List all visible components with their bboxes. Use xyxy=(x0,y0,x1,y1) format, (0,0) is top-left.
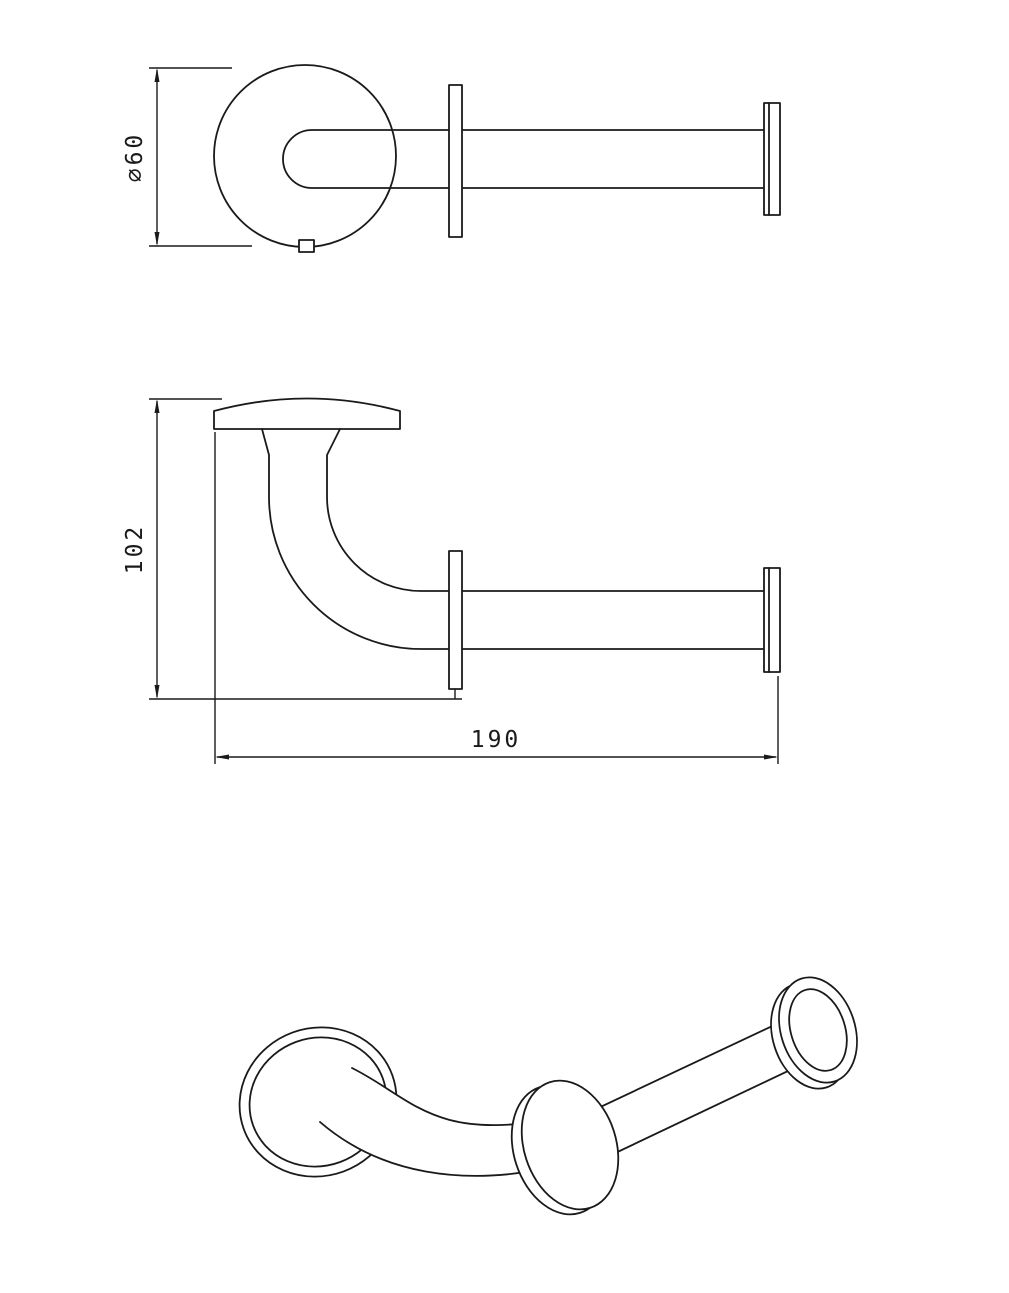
arrowhead-up xyxy=(154,68,160,82)
end-cap-top xyxy=(763,102,781,216)
mid-flange-front xyxy=(448,550,463,690)
bracket-outer-curve xyxy=(261,428,765,650)
arrowhead-down xyxy=(154,685,160,699)
wall-plate-front xyxy=(213,397,401,430)
arrowhead-up xyxy=(154,399,160,413)
mid-flange-3d-front xyxy=(520,1079,620,1211)
curved-tube-3d-upper-edge xyxy=(351,1067,549,1127)
front-view xyxy=(213,397,781,690)
perspective-view xyxy=(238,976,858,1216)
diameter-label: ⌀60 xyxy=(122,132,148,183)
bracket-inner-curve xyxy=(326,428,765,592)
set-screw-notch xyxy=(298,239,315,253)
top-view xyxy=(213,64,781,253)
length-dimension: 190 xyxy=(214,432,779,764)
curved-tube-3d-body xyxy=(320,1068,566,1176)
height-label: 102 xyxy=(122,524,148,575)
diameter-dimension: ⌀60 xyxy=(122,67,252,247)
wall-plate-3d-rim xyxy=(248,1036,388,1168)
length-label: 190 xyxy=(471,727,522,753)
arrowhead-right xyxy=(764,754,778,760)
wall-plate-top xyxy=(213,64,397,248)
arrowhead-left xyxy=(215,754,229,760)
end-cap-front xyxy=(763,567,781,673)
arrowhead-down xyxy=(154,232,160,246)
straight-tube-3d-body xyxy=(560,1012,828,1166)
roll-bar-top xyxy=(282,129,765,189)
end-cap-3d-front xyxy=(778,976,858,1084)
mid-flange-top xyxy=(448,84,463,238)
end-cap-3d-rim xyxy=(788,988,848,1072)
height-dimension: 102 xyxy=(122,398,462,700)
